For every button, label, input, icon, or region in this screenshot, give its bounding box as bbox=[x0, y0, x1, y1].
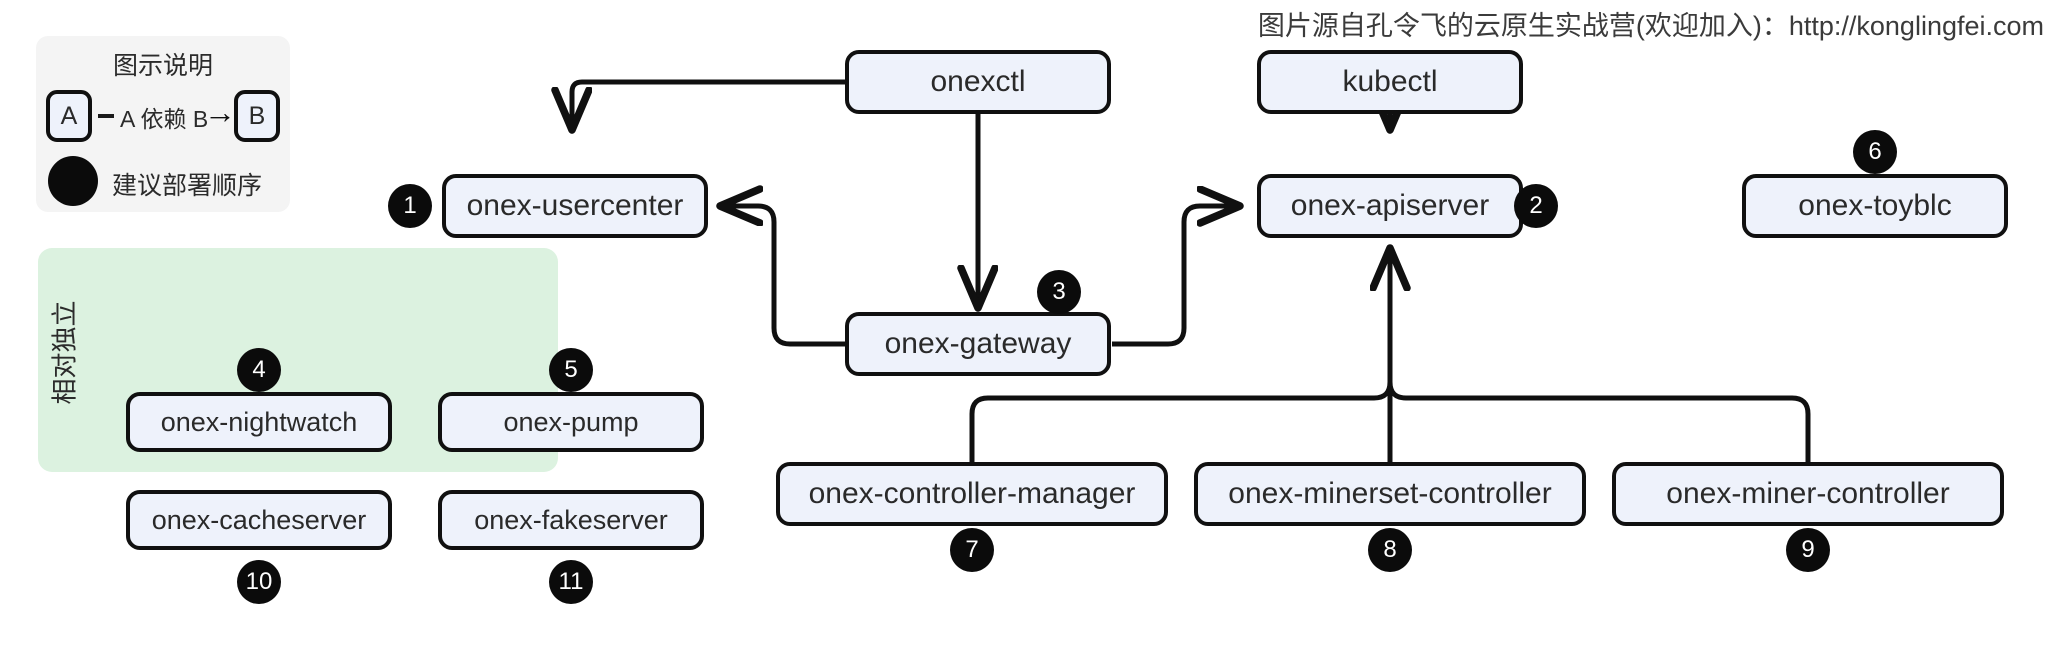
node-kubectl[interactable]: kubectl bbox=[1257, 50, 1523, 114]
edge-gateway-usercenter bbox=[722, 206, 845, 347]
legend-panel: 图示说明 A A 依赖 B → B 建议部署顺序 bbox=[36, 36, 290, 212]
node-onex-usercenter-label: onex-usercenter bbox=[466, 189, 684, 222]
node-onex-cacheserver[interactable]: onex-cacheserver bbox=[126, 490, 392, 550]
node-onexctl[interactable]: onexctl bbox=[845, 50, 1111, 114]
badge-onex-nightwatch-value: 4 bbox=[252, 356, 266, 383]
node-onex-nightwatch[interactable]: onex-nightwatch bbox=[126, 392, 392, 452]
badge-onex-toyblc: 6 bbox=[1853, 130, 1897, 174]
badge-onex-fakeserver-value: 11 bbox=[558, 568, 584, 595]
badge-onex-controller-manager: 7 bbox=[950, 528, 994, 572]
badge-onex-pump-value: 5 bbox=[564, 356, 578, 383]
badge-onex-usercenter: 1 bbox=[388, 184, 432, 228]
node-onex-nightwatch-label: onex-nightwatch bbox=[160, 406, 358, 437]
badge-onex-cacheserver: 10 bbox=[237, 560, 281, 604]
badge-onex-minerset-controller-value: 8 bbox=[1383, 536, 1397, 563]
badge-onex-nightwatch: 4 bbox=[237, 348, 281, 392]
node-onex-usercenter[interactable]: onex-usercenter bbox=[442, 174, 708, 238]
badge-onex-gateway: 3 bbox=[1037, 270, 1081, 314]
badge-onex-fakeserver: 11 bbox=[549, 560, 593, 604]
badge-onex-apiserver: 2 bbox=[1514, 184, 1558, 228]
badge-onex-miner-controller-value: 9 bbox=[1801, 536, 1815, 563]
node-onex-gateway-label: onex-gateway bbox=[884, 327, 1072, 360]
badge-onex-gateway-value: 3 bbox=[1052, 278, 1066, 305]
node-onex-fakeserver[interactable]: onex-fakeserver bbox=[438, 490, 704, 550]
legend-chip-a: A bbox=[46, 90, 92, 142]
node-onex-pump[interactable]: onex-pump bbox=[438, 392, 704, 452]
credit-line: 图片源自孔令飞的云原生实战营(欢迎加入)：http://konglingfei.… bbox=[1257, 11, 2044, 41]
legend-dependency-text: A 依赖 B bbox=[120, 106, 209, 132]
node-onex-cacheserver-label: onex-cacheserver bbox=[151, 504, 367, 535]
node-onex-fakeserver-label: onex-fakeserver bbox=[474, 504, 668, 535]
node-onexctl-label: onexctl bbox=[930, 65, 1026, 98]
node-onex-controller-manager-label: onex-controller-manager bbox=[808, 477, 1136, 510]
node-onex-toyblc-label: onex-toyblc bbox=[1798, 189, 1952, 222]
badge-onex-toyblc-value: 6 bbox=[1868, 138, 1882, 165]
legend-chip-b: B bbox=[234, 90, 280, 142]
badge-onex-cacheserver-value: 10 bbox=[245, 568, 273, 595]
badge-onex-apiserver-value: 2 bbox=[1529, 192, 1543, 219]
node-onex-controller-manager[interactable]: onex-controller-manager bbox=[776, 462, 1168, 526]
legend-arrow-icon: → bbox=[204, 94, 236, 130]
node-onex-miner-controller-label: onex-miner-controller bbox=[1666, 477, 1950, 510]
node-onex-pump-label: onex-pump bbox=[503, 406, 639, 437]
edge-gateway-apiserver bbox=[1112, 206, 1238, 347]
node-onex-minerset-controller[interactable]: onex-minerset-controller bbox=[1194, 462, 1586, 526]
edge-onexctl-usercenter bbox=[572, 79, 845, 128]
badge-onex-minerset-controller: 8 bbox=[1368, 528, 1412, 572]
group-independent-label: 相对独立 bbox=[49, 300, 80, 405]
badge-onex-pump: 5 bbox=[549, 348, 593, 392]
legend-order-circle-icon bbox=[48, 156, 98, 206]
badge-onex-miner-controller: 9 bbox=[1786, 528, 1830, 572]
node-onex-toyblc[interactable]: onex-toyblc bbox=[1742, 174, 2008, 238]
node-onex-miner-controller[interactable]: onex-miner-controller bbox=[1612, 462, 2004, 526]
legend-title: 图示说明 bbox=[112, 52, 213, 80]
node-onex-apiserver-label: onex-apiserver bbox=[1290, 189, 1490, 222]
node-onex-apiserver[interactable]: onex-apiserver bbox=[1257, 174, 1523, 238]
badge-onex-controller-manager-value: 7 bbox=[965, 536, 979, 563]
edge-miner-controller-apiserver bbox=[1387, 250, 1811, 462]
node-onex-minerset-controller-label: onex-minerset-controller bbox=[1228, 477, 1552, 510]
node-onex-gateway[interactable]: onex-gateway bbox=[845, 312, 1111, 376]
node-kubectl-label: kubectl bbox=[1342, 65, 1438, 98]
badge-onex-usercenter-value: 1 bbox=[403, 192, 417, 219]
legend-dash-icon bbox=[98, 114, 114, 118]
legend-order-text: 建议部署顺序 bbox=[112, 172, 263, 200]
